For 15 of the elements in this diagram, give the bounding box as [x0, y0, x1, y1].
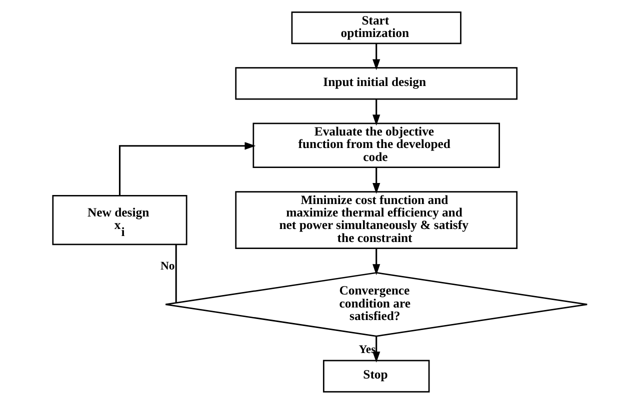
- edge-label: No: [160, 259, 175, 272]
- edge-label: Yes: [358, 342, 376, 356]
- node-box: Start optimization: [291, 12, 462, 44]
- arrow: [372, 248, 380, 276]
- arrow: [118, 142, 256, 196]
- node-box: Stop: [322, 360, 430, 392]
- arrow: [372, 44, 380, 70]
- node-box: Input initial design: [235, 67, 518, 100]
- node-box: Minimize cost function and maximize thermal efficiency and net power simultaneously & satisfy the constraint: [235, 191, 518, 250]
- arrow: [372, 99, 380, 126]
- connector: [175, 244, 177, 303]
- node-diamond: Convergence condition are satisfied?: [164, 272, 588, 337]
- arrow: [372, 336, 380, 363]
- arrow: [372, 167, 380, 194]
- node-box: Evaluate the objective function from the developed code: [252, 122, 500, 168]
